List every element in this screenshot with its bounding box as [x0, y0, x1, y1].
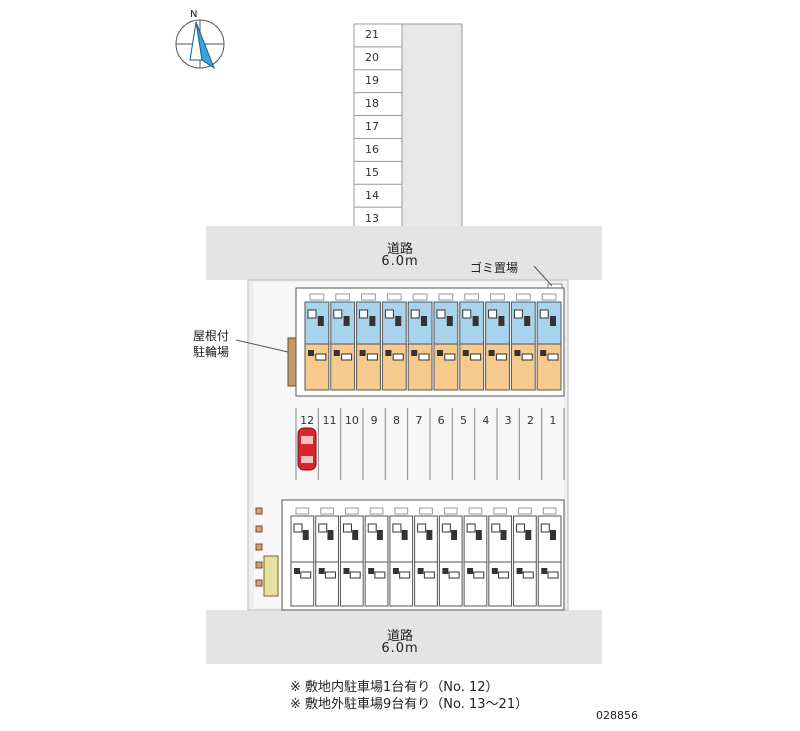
offsite-space-number: 16	[365, 142, 379, 156]
onsite-space-number: 8	[393, 414, 400, 427]
onsite-space-number: 9	[370, 414, 378, 427]
building-north-unit-upper	[304, 301, 330, 345]
building-north-unit-upper	[536, 301, 562, 345]
building-south-unit-upper	[315, 515, 339, 563]
road-top-width: 6.0m	[381, 254, 419, 269]
building-north-unit-upper	[381, 301, 407, 345]
parked-car-icon	[297, 427, 317, 471]
building-south-unit-upper	[290, 515, 315, 563]
onsite-space-number: 3	[504, 414, 512, 427]
bicycle-label-line1: 屋根付	[193, 329, 230, 343]
note-offsite: ※ 敷地外駐車場9台有り（No. 13～21）	[290, 697, 529, 712]
north-compass-icon: N	[175, 9, 225, 70]
onsite-space-number: 11	[322, 414, 337, 427]
onsite-space-number: 6	[437, 414, 445, 427]
bicycle-label-line2: 駐輪場	[193, 345, 230, 359]
road-bottom	[206, 610, 602, 664]
offsite-space-number: 15	[365, 165, 379, 179]
building-south-unit-upper	[339, 515, 364, 563]
building-north-unit-upper	[510, 301, 536, 345]
building-south-unit-upper	[438, 515, 463, 563]
building-south-unit-upper	[463, 515, 488, 563]
onsite-space-number: 12	[300, 414, 315, 427]
road-top	[206, 226, 602, 280]
offsite-space-number: 18	[365, 97, 379, 111]
building-south-unit-upper	[488, 515, 513, 563]
building-south-unit-upper	[513, 515, 537, 563]
garbage-label: ゴミ置場	[470, 261, 519, 275]
onsite-space-number: 2	[527, 414, 534, 427]
building-south-unit-upper	[537, 515, 562, 563]
offsite-space-number: 20	[365, 51, 379, 65]
building-south-unit-upper	[364, 515, 389, 563]
offsite-space-number: 13	[365, 211, 379, 225]
offsite-space-number: 19	[365, 74, 379, 88]
road-top-name: 道路	[386, 242, 413, 257]
stairs	[263, 555, 279, 597]
north-label: N	[190, 9, 197, 20]
offsite-space-number: 17	[365, 120, 379, 133]
road-bottom-width: 6.0m	[381, 641, 419, 656]
offsite-space-number: 21	[365, 28, 379, 42]
note-onsite: ※ 敷地内駐車場1台有り（No. 12）	[290, 680, 499, 695]
building-south-unit-upper	[389, 515, 414, 563]
building-north-unit-upper	[407, 301, 433, 345]
onsite-space-number: 10	[344, 414, 359, 427]
offsite-space-number: 14	[365, 188, 379, 202]
onsite-space-number: 7	[415, 414, 423, 427]
building-north-unit-upper	[485, 301, 510, 345]
building-north-unit-upper	[459, 301, 485, 345]
building-north-unit-upper	[433, 301, 459, 345]
building-north-unit-upper	[356, 301, 381, 345]
bicycle-label: 屋根付 駐輪場	[193, 328, 229, 360]
building-south-unit-upper	[414, 515, 438, 563]
building-north-unit-upper	[330, 301, 356, 345]
onsite-space-number: 1	[549, 414, 557, 427]
road-bottom-name: 道路	[386, 629, 413, 644]
property-code: 028856	[596, 709, 638, 722]
onsite-space-number: 5	[460, 414, 467, 427]
onsite-space-number: 4	[482, 414, 490, 427]
